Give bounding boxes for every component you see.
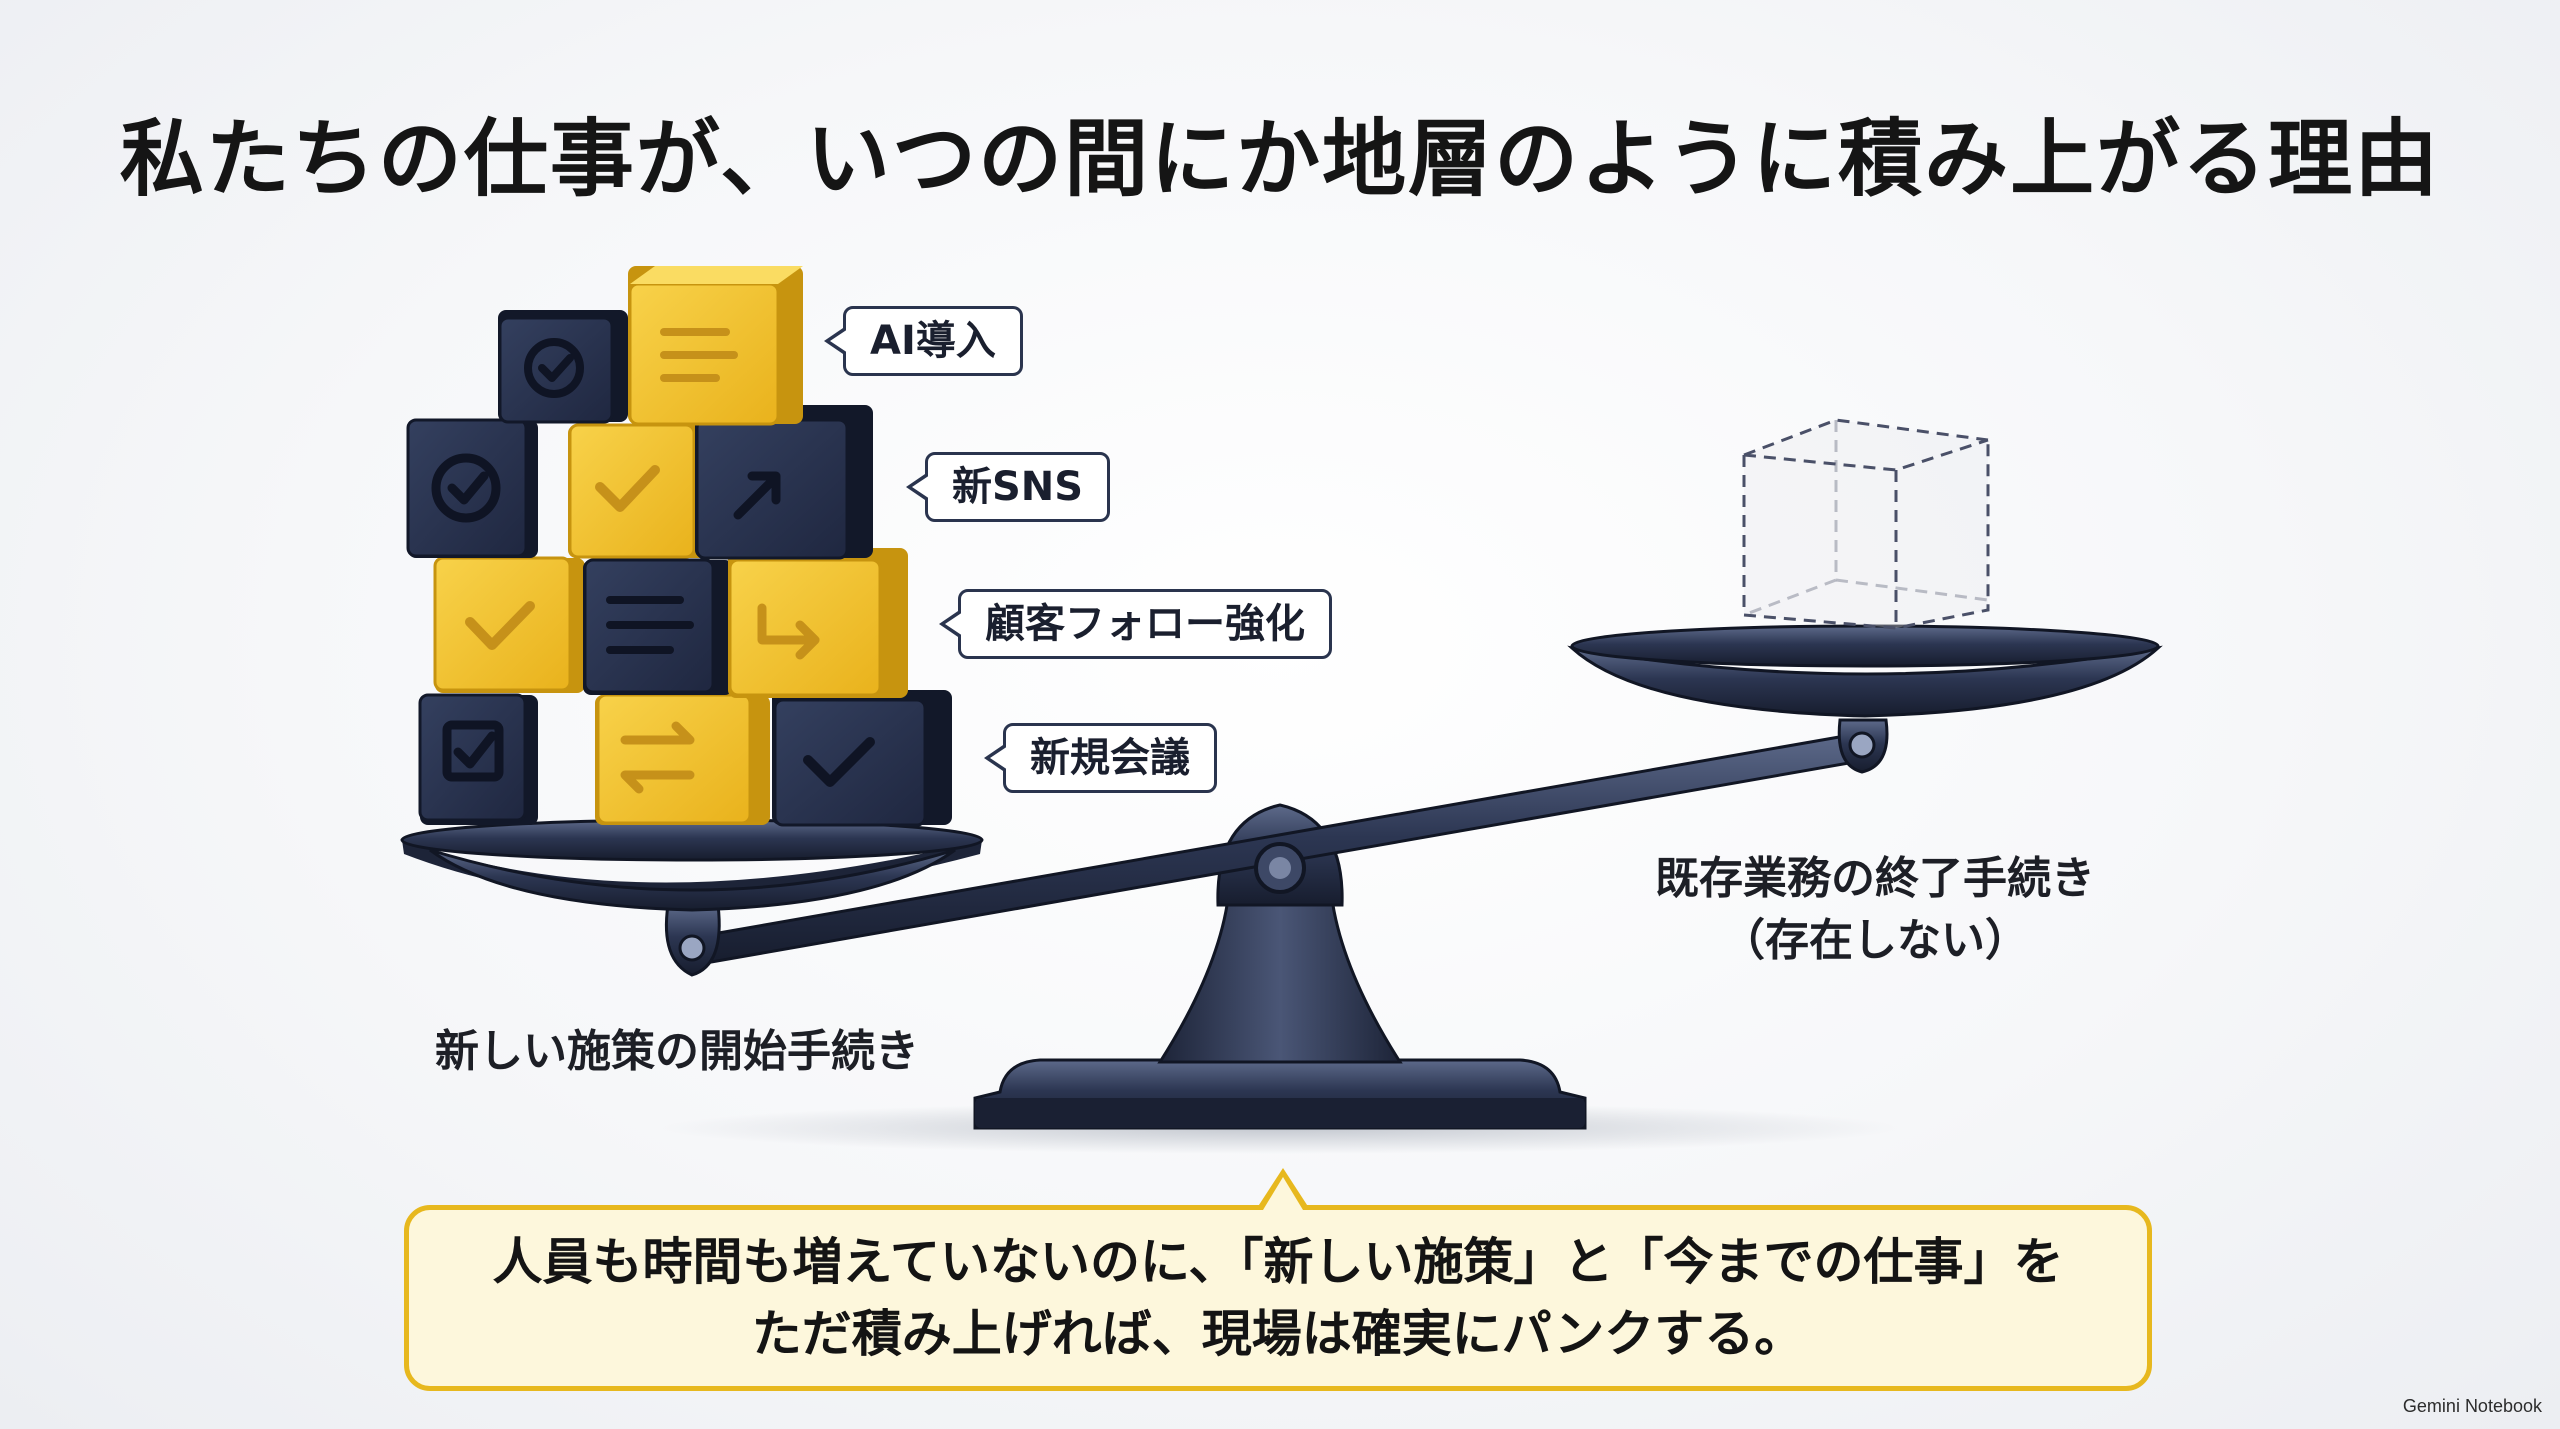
left-pan-label: 新しい施策の開始手続き bbox=[435, 1026, 919, 1077]
block bbox=[595, 693, 770, 825]
checkmark-icon bbox=[595, 465, 660, 512]
block bbox=[728, 548, 908, 698]
block bbox=[418, 693, 538, 825]
text-lines-icon bbox=[606, 596, 694, 654]
block bbox=[568, 423, 708, 559]
block bbox=[406, 418, 538, 558]
scale-post bbox=[1157, 878, 1403, 1064]
tag-new-meeting: 新規会議 bbox=[984, 723, 1217, 793]
left-pan-bowl bbox=[429, 848, 956, 912]
checkmark-icon bbox=[803, 737, 875, 787]
pivot-bolt-highlight bbox=[1269, 857, 1291, 879]
brand-watermark: Gemini Notebook bbox=[2402, 1396, 2542, 1416]
block bbox=[628, 266, 803, 426]
callout-pointer-fill bbox=[1263, 1177, 1303, 1210]
right-pan-label-line1: 既存業務の終了手続き bbox=[1655, 853, 2095, 904]
callout-line-2: ただ積み上げれば、現場は確実にパンクする。 bbox=[751, 1305, 1805, 1363]
right-pan bbox=[1570, 624, 2160, 668]
checkbox-icon bbox=[442, 720, 504, 782]
right-pan-label: 既存業務の終了手続き （存在しない） bbox=[1620, 848, 2130, 972]
trend-arrow-icon bbox=[733, 471, 781, 520]
scale-base-plinth bbox=[975, 1098, 1585, 1128]
empty-dashed-cube-icon bbox=[1742, 418, 1990, 630]
return-arrow-icon bbox=[757, 603, 820, 660]
right-hanger-pin bbox=[1848, 731, 1876, 759]
left-hanger-pin bbox=[678, 934, 706, 962]
right-pan-label-line2: （存在しない） bbox=[1721, 915, 2029, 966]
document-lines-icon bbox=[660, 328, 738, 382]
block bbox=[695, 405, 873, 560]
conclusion-callout: 人員も時間も増えていないのに、「新しい施策」と「今までの仕事」を ただ積み上げれ… bbox=[404, 1205, 2152, 1391]
tag-customer-follow-up: 顧客フォロー強化 bbox=[939, 589, 1332, 659]
block-stack bbox=[406, 266, 952, 827]
block bbox=[498, 310, 628, 424]
checkmark-icon bbox=[465, 601, 535, 650]
tag-new-sns: 新SNS bbox=[905, 452, 1111, 522]
callout-line-1: 人員も時間も増えていないのに、「新しい施策」と「今までの仕事」を bbox=[492, 1233, 2064, 1291]
block bbox=[583, 558, 733, 695]
swap-arrows-icon bbox=[620, 721, 695, 794]
tag-ai-adoption: AI導入 bbox=[824, 306, 1023, 376]
block bbox=[433, 556, 585, 693]
block-top-face bbox=[630, 266, 803, 284]
right-pan-bowl bbox=[1567, 645, 2163, 718]
check-circle-icon bbox=[524, 338, 584, 398]
page-title: 私たちの仕事が、いつの間にか地層のように積み上がる理由 bbox=[119, 110, 2441, 208]
check-circle-icon bbox=[431, 453, 501, 523]
block bbox=[772, 690, 952, 827]
